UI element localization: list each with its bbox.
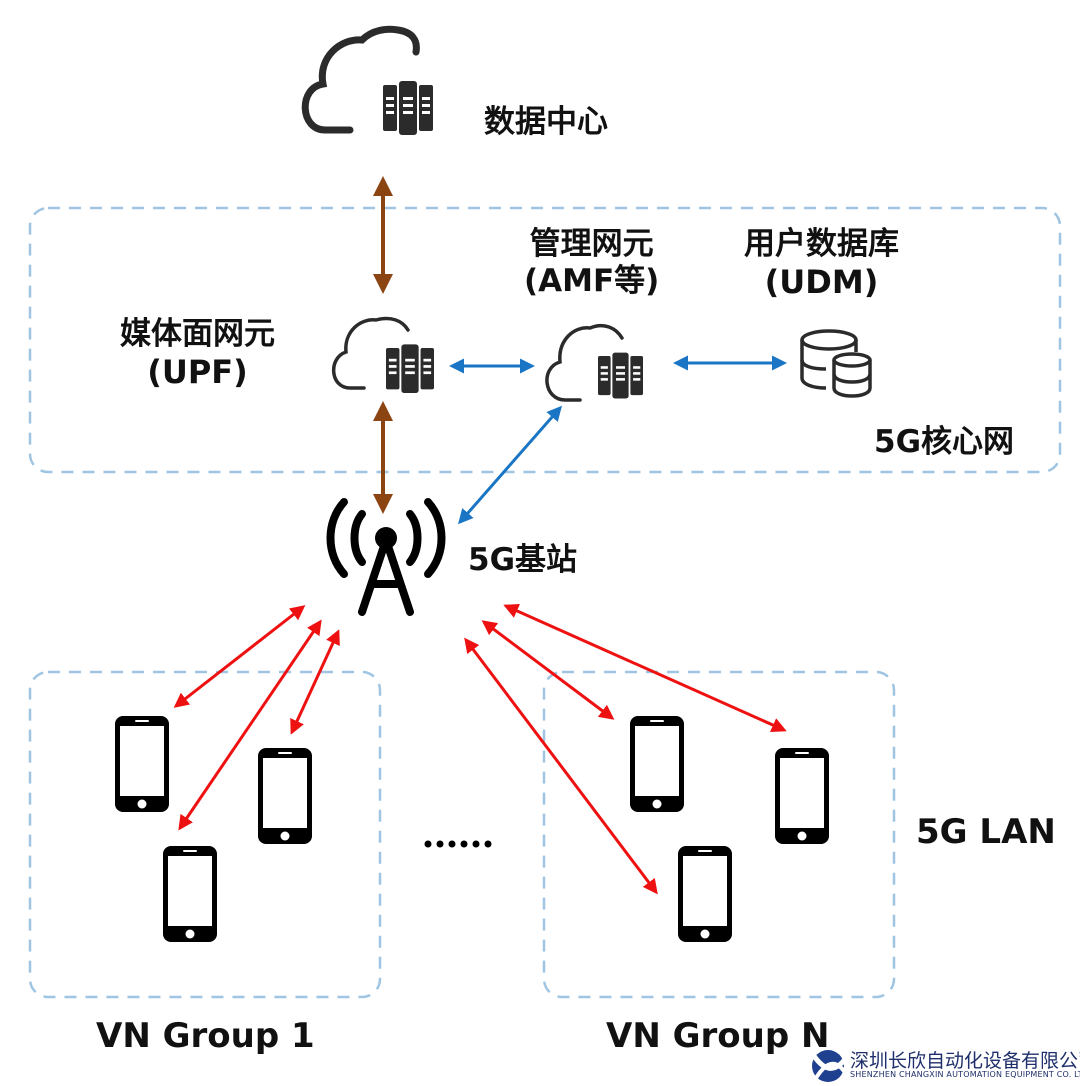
upf-cloud-server-icon [331, 316, 434, 393]
groupn-phone-3-icon [678, 846, 732, 942]
arrow-amf-to-base-station [458, 405, 562, 525]
company-watermark: 深圳长欣自动化设备有限公司 SHENZHEN CHANGXIN AUTOMATI… [806, 1046, 1080, 1086]
amf-label-name: 管理网元 [529, 226, 654, 262]
upf-label: 媒体面网元 (UPF) [120, 316, 275, 392]
arrow-base-station-to-group1-phone1 [173, 605, 306, 708]
group1-phone-1-icon [115, 716, 169, 812]
groupn-phone-2-icon [775, 748, 829, 844]
base-station-antenna-tower-icon [326, 498, 446, 616]
arrow-base-station-to-groupN-phone1 [481, 620, 615, 720]
udm-database-icon [800, 329, 872, 398]
ellipsis-dots [424, 840, 492, 848]
amf-cloud-server-icon [545, 323, 643, 402]
vn-group-1-label: VN Group 1 [96, 1016, 315, 1056]
arrow-base-station-to-groupN-phone3 [464, 637, 658, 895]
base-station-label: 5G基站 [468, 542, 578, 578]
amf-label-abbr: (AMF等) [524, 263, 660, 300]
vn-group-1-region [28, 670, 382, 999]
upf-label-abbr: (UPF) [147, 353, 248, 392]
5g-lan-label: 5G LAN [916, 812, 1056, 852]
udm-label-name: 用户数据库 [744, 226, 899, 262]
data-center-label: 数据中心 [484, 104, 608, 140]
vn-group-n-region [542, 670, 896, 999]
group1-phone-2-icon [258, 748, 312, 844]
vn-group-n-label: VN Group N [606, 1016, 830, 1056]
groupn-phone-1-icon [630, 716, 684, 812]
data-center-cloud-server-icon [301, 25, 433, 135]
company-logo-icon [811, 1050, 848, 1082]
company-name-cn: 深圳长欣自动化设备有限公司 [850, 1050, 1080, 1072]
group1-phone-3-icon [163, 846, 217, 942]
arrow-base-station-to-group1-phone3 [290, 629, 340, 735]
company-name-en: SHENZHEN CHANGXIN AUTOMATION EQUIPMENT C… [850, 1070, 1080, 1079]
upf-label-name: 媒体面网元 [120, 316, 275, 352]
core-network-label: 5G核心网 [874, 424, 1015, 460]
amf-label: 管理网元 (AMF等) [524, 226, 659, 300]
udm-label-abbr: (UDM) [764, 263, 879, 302]
udm-label: 用户数据库 (UDM) [744, 226, 899, 302]
